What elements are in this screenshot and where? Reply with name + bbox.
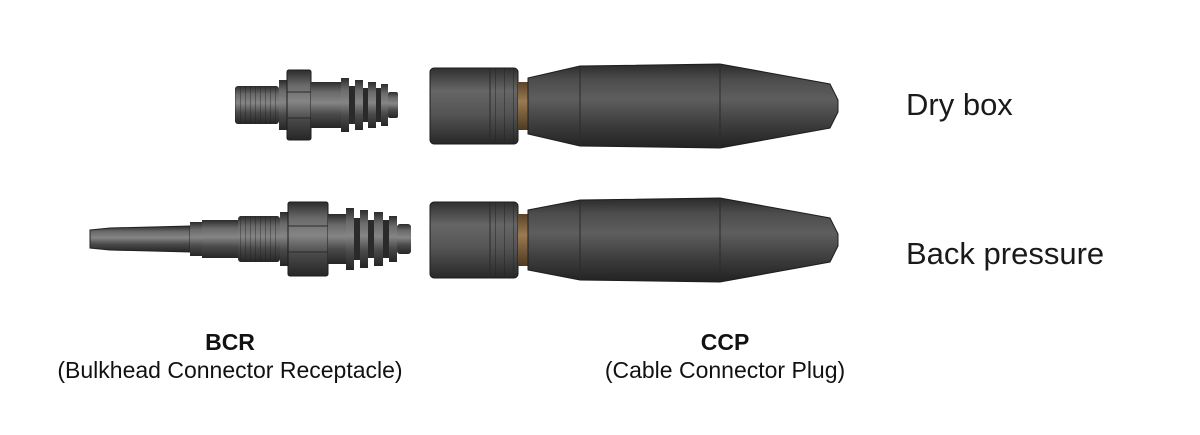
caption-ccp-full: (Cable Connector Plug): [604, 357, 846, 383]
bcr-back-pressure: [89, 201, 411, 277]
caption-bcr-full: (Bulkhead Connector Receptacle): [57, 357, 403, 383]
caption-ccp-abbr: CCP: [700, 329, 750, 355]
caption-bcr: BCR (Bulkhead Connector Receptacle): [30, 328, 430, 384]
ccp-dry-box: [429, 63, 839, 149]
caption-bcr-abbr: BCR: [205, 329, 255, 355]
row-label-back-pressure: Back pressure: [906, 236, 1105, 271]
caption-ccp: CCP (Cable Connector Plug): [525, 328, 925, 384]
row-label-dry-box: Dry box: [906, 87, 1013, 122]
ccp-back-pressure: [429, 197, 839, 283]
bcr-dry-box: [235, 69, 398, 141]
